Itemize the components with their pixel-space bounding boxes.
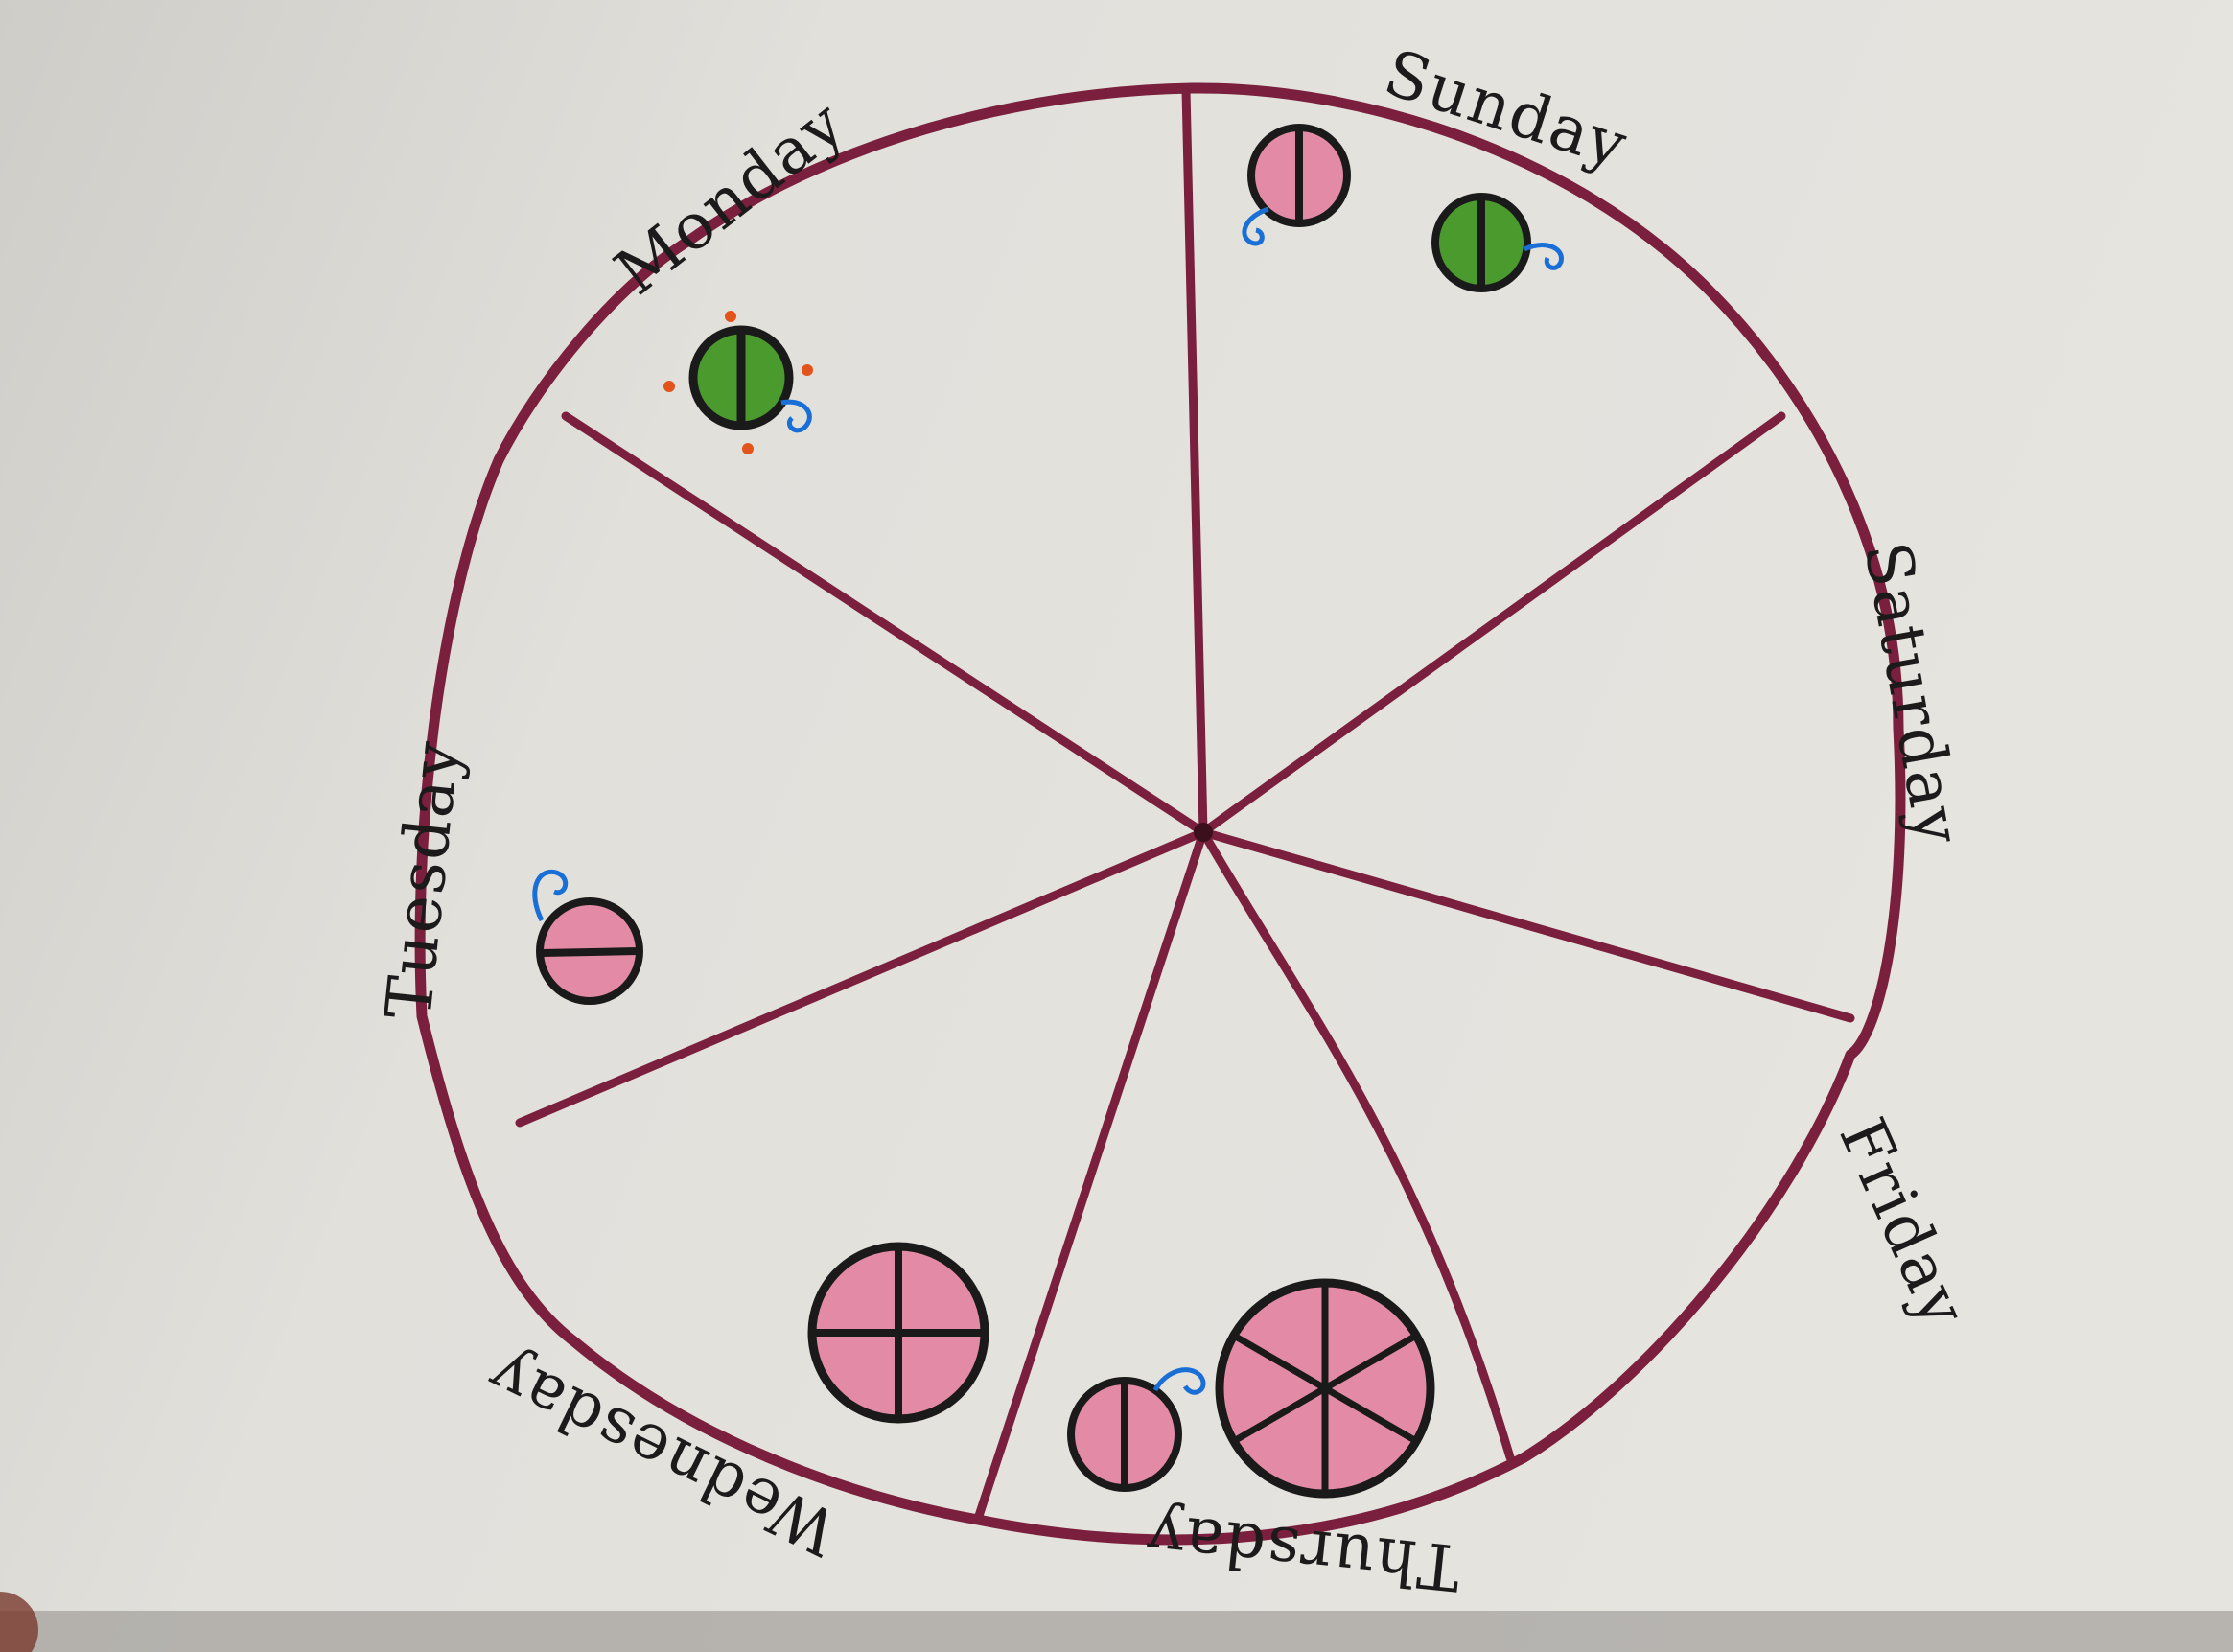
swirl-icon — [1152, 1367, 1206, 1395]
spoke-monday-tuesday — [561, 411, 1208, 837]
swirl-icon — [532, 869, 569, 922]
wednesday-pink-quarters — [807, 1242, 989, 1424]
wheel-hub — [1194, 823, 1213, 842]
swirl-icon — [780, 399, 812, 433]
sunday-green-half-moon — [1431, 193, 1564, 292]
wheel-outline — [414, 82, 1906, 1546]
swirl-icon — [1242, 206, 1269, 246]
spoke-thursday-friday — [1198, 827, 1515, 1462]
spoke-saturday-sunday — [1198, 411, 1786, 837]
tuesday-pink-half-moon — [532, 869, 643, 1005]
table-edge — [0, 1611, 2233, 1652]
wheel-spokes — [515, 85, 1855, 1524]
sunday-pink-half-moon — [1242, 124, 1351, 246]
monday-green-half-moon — [663, 311, 813, 454]
spoke-friday-saturday — [1198, 827, 1855, 1023]
spoke-tuesday-wednesday — [515, 827, 1208, 1128]
spoke-sunday-monday — [1181, 85, 1208, 837]
thursday-pink-half-moon — [1067, 1367, 1206, 1492]
spoke-wednesday-thursday — [973, 827, 1208, 1524]
thursday-pink-sixths — [1215, 1278, 1435, 1499]
sparkle-dots — [663, 311, 813, 454]
finger-corner — [0, 1592, 38, 1652]
swirl-icon — [1523, 243, 1564, 270]
